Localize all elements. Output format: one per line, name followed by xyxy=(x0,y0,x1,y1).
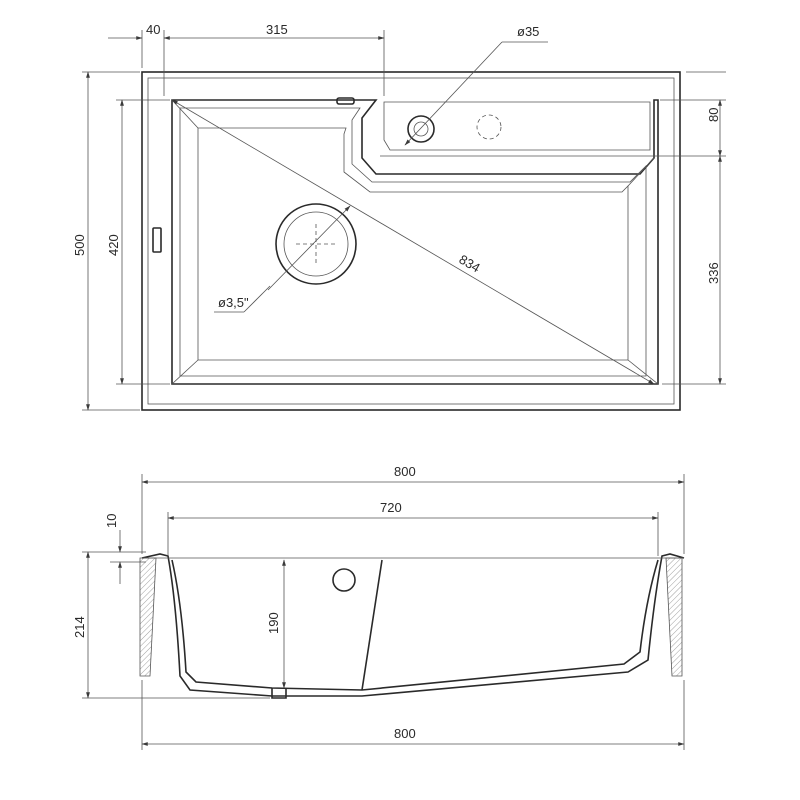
dim-315: 315 xyxy=(266,22,288,37)
dim-500: 500 xyxy=(72,234,87,256)
dim-10: 10 xyxy=(104,514,119,528)
dim-190: 190 xyxy=(266,612,281,634)
dim-336: 336 xyxy=(706,262,721,284)
sink-outer-edge xyxy=(141,71,681,411)
side-overflow-icon xyxy=(152,227,162,253)
dim-214: 214 xyxy=(72,616,87,638)
section-view: 800 720 10 214 190 800 xyxy=(72,464,685,750)
basin-profile-outer xyxy=(141,553,685,697)
dim-80: 80 xyxy=(706,108,721,122)
dim-800-top: 800 xyxy=(394,464,416,479)
sink-inner-edge xyxy=(147,77,675,405)
left-wall-section xyxy=(139,557,157,677)
top-view: 834 40 315 ø35 80 336 500 420 xyxy=(72,22,726,411)
dim-40: 40 xyxy=(146,22,160,37)
dim-tap-diameter: ø35 xyxy=(517,24,539,39)
basin-profile-inner xyxy=(171,559,659,691)
overflow-hole-icon xyxy=(332,568,356,592)
drain-outlet xyxy=(271,688,287,699)
overflow-slot-icon xyxy=(336,97,355,105)
shelf-step xyxy=(361,559,383,691)
dim-800-bottom: 800 xyxy=(394,726,416,741)
right-wall-section xyxy=(665,557,683,677)
dim-drain-diameter: ø3,5" xyxy=(218,295,249,310)
basin-floor xyxy=(197,127,629,361)
dim-834: 834 xyxy=(457,252,483,276)
optional-tap-hole-icon xyxy=(476,114,502,140)
drain-icon xyxy=(275,203,357,285)
drainer-shelf xyxy=(383,101,651,151)
dim-720: 720 xyxy=(380,500,402,515)
dim-420: 420 xyxy=(106,234,121,256)
